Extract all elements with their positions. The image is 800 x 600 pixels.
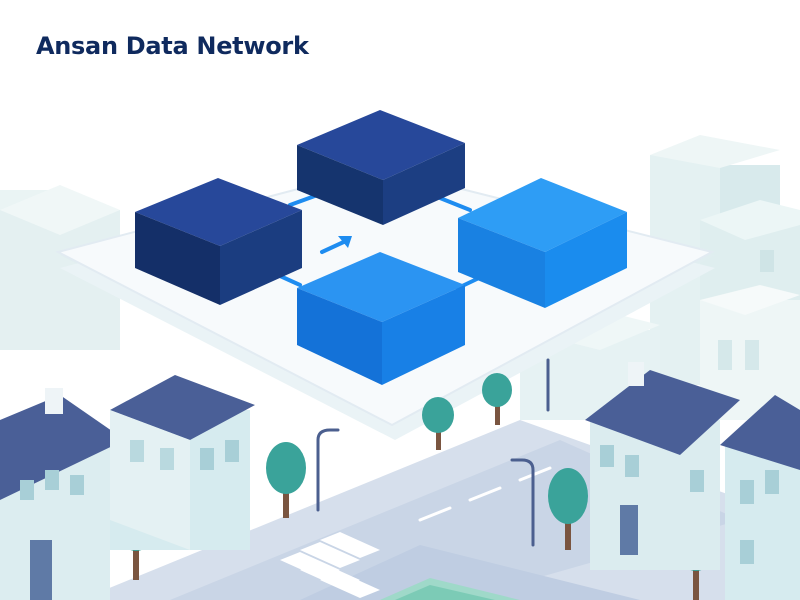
street-lamp-right xyxy=(510,458,535,547)
node-top xyxy=(297,110,465,225)
houses-right xyxy=(585,362,800,600)
tree xyxy=(548,468,588,550)
house xyxy=(0,388,125,600)
house xyxy=(585,362,740,570)
house xyxy=(110,375,255,550)
houses-left xyxy=(0,375,255,600)
street-lamps xyxy=(316,358,550,547)
arrow-right-icon xyxy=(320,236,352,254)
tree xyxy=(422,397,454,450)
node-left xyxy=(135,178,302,305)
crosswalk xyxy=(280,532,380,598)
page-title: Ansan Data Network xyxy=(36,32,309,60)
tree xyxy=(482,373,512,425)
node-bottom xyxy=(297,252,465,385)
tree xyxy=(266,442,306,518)
green-plaza-inner xyxy=(395,585,495,600)
node-right xyxy=(458,178,627,308)
street-lamp-left xyxy=(316,428,340,512)
house xyxy=(720,395,800,600)
